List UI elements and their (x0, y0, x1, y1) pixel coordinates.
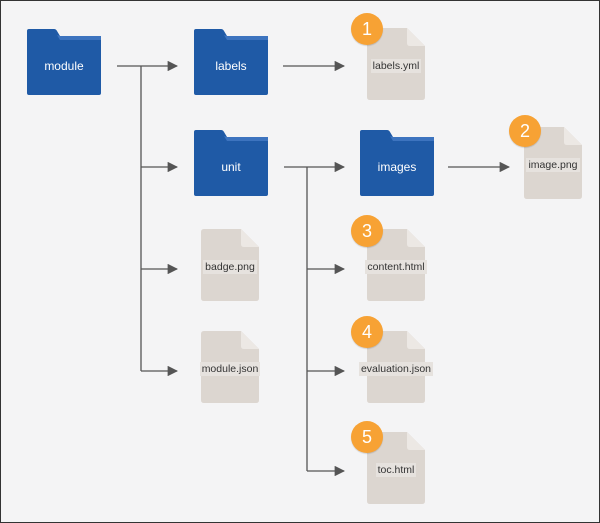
file-label: toc.html (375, 463, 417, 477)
step-badge-4: 4 (351, 316, 383, 348)
file-module-json: module.json (199, 331, 261, 403)
file-label: labels.yml (370, 59, 422, 73)
file-badge-png: badge.png (201, 229, 259, 301)
file-label: image.png (526, 158, 580, 172)
file-toc-html: toc.html (367, 432, 425, 504)
file-label: module.json (199, 362, 261, 376)
folder-labels: labels (193, 27, 269, 97)
folder-icon (360, 130, 434, 196)
folder-icon (194, 130, 268, 196)
folder-unit: unit (193, 128, 269, 198)
step-badge-3: 3 (351, 215, 383, 247)
file-label: badge.png (203, 260, 257, 274)
file-label: evaluation.json (358, 362, 434, 376)
step-badge-2: 2 (509, 115, 541, 147)
folder-label: images (377, 160, 417, 174)
step-badge-1: 1 (351, 13, 383, 45)
file-label: content.html (365, 260, 427, 274)
folder-module: module (26, 27, 102, 97)
folder-label: labels (215, 59, 247, 73)
file-evaluation-json: evaluation.json (358, 331, 434, 403)
file-content-html: content.html (365, 229, 427, 301)
file-image-png: image.png (524, 127, 582, 199)
folder-label: module (44, 59, 84, 73)
folder-label: unit (221, 160, 241, 174)
folder-images: images (359, 128, 435, 198)
file-labels-yml: labels.yml (367, 28, 425, 100)
step-badge-5: 5 (351, 421, 383, 453)
folder-icon (194, 29, 268, 95)
folder-icon (27, 29, 101, 95)
